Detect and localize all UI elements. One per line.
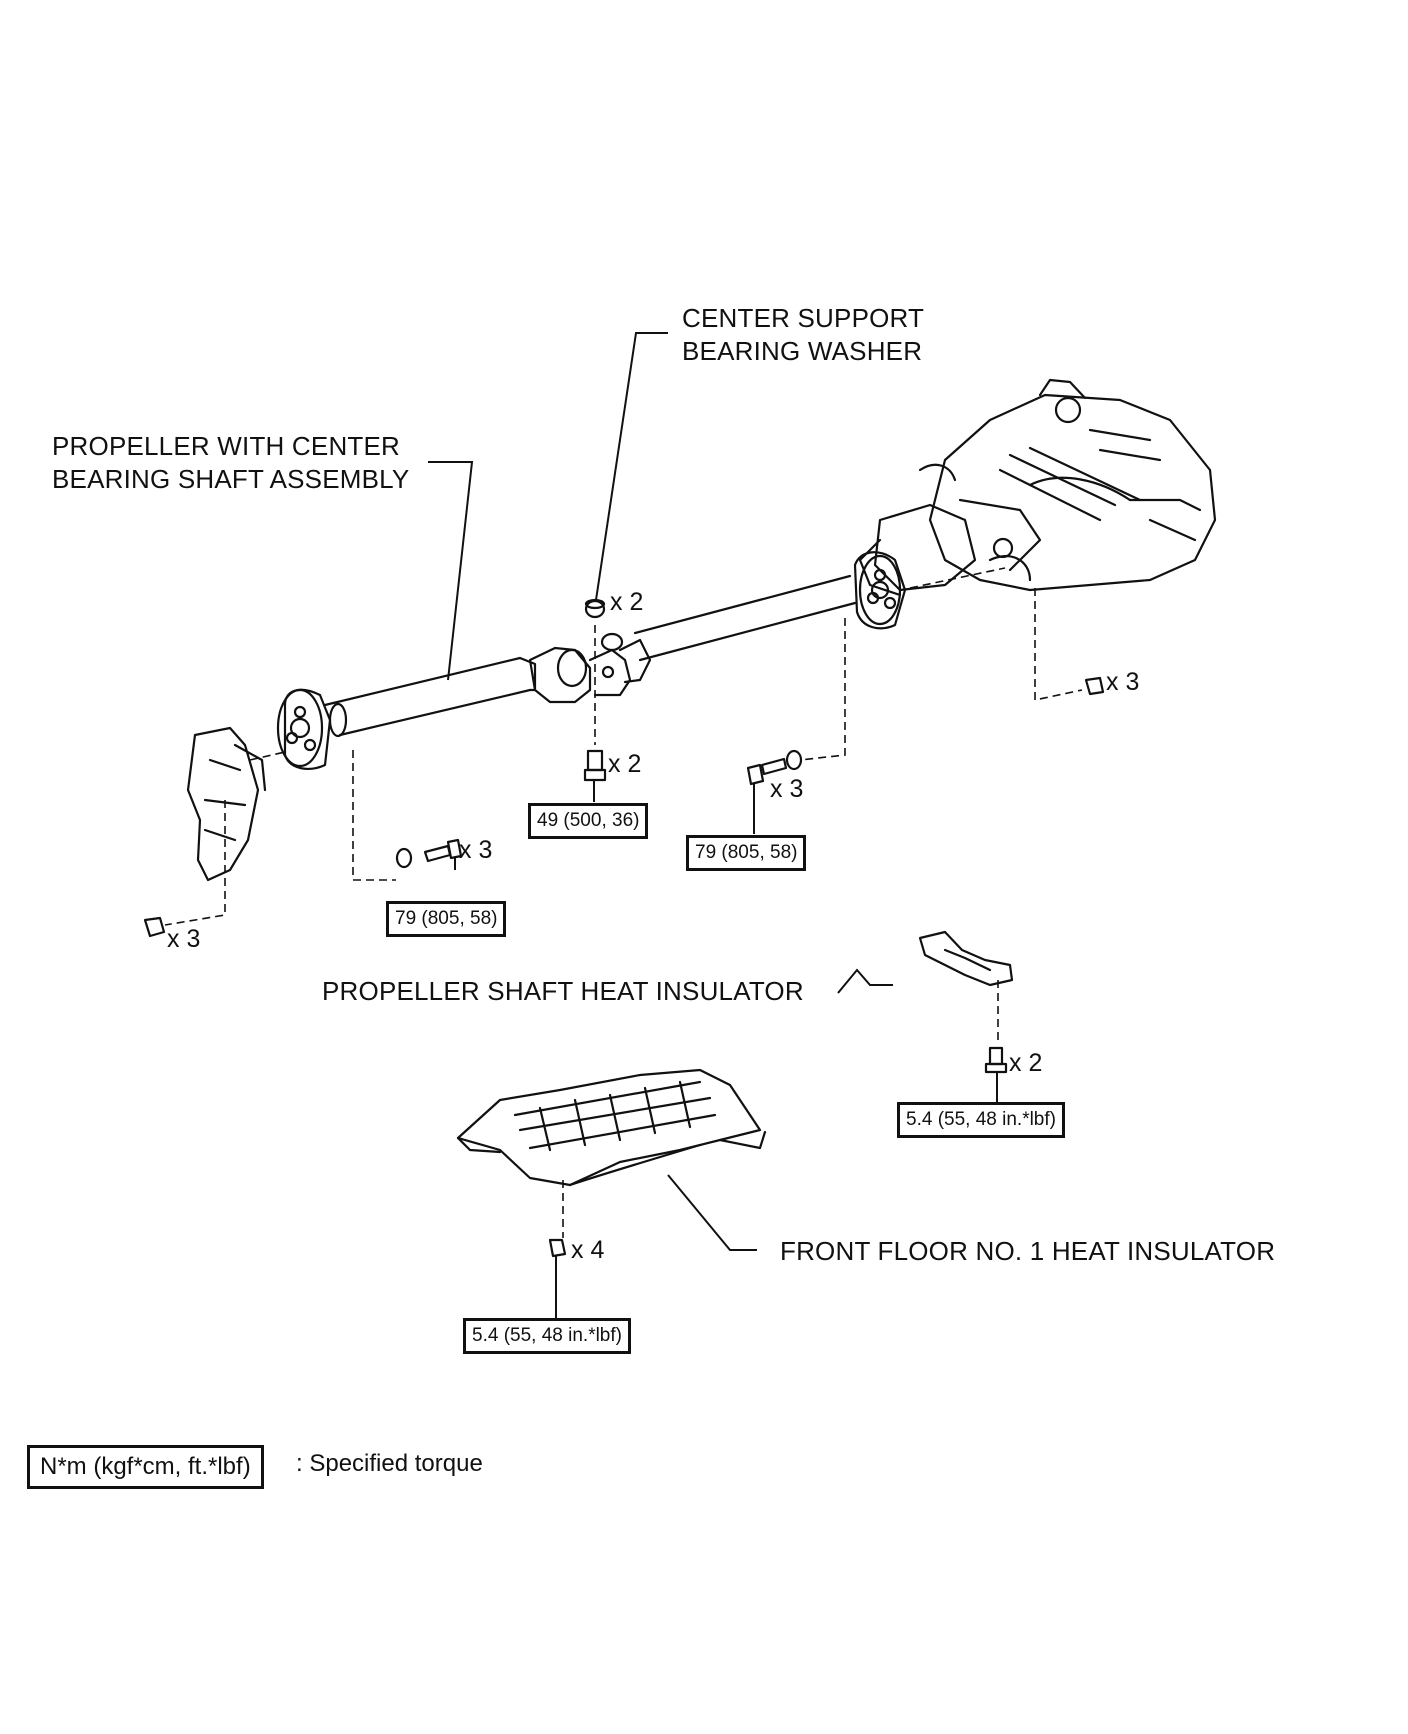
center-support-washer-label-line1: CENTER SUPPORT <box>682 303 925 333</box>
propeller-shaft-label-line2: BEARING SHAFT ASSEMBLY <box>52 464 410 494</box>
shaft-heat-insulator-illustration <box>918 930 1014 987</box>
legend-torque-unit-box: N*m (kgf*cm, ft.*lbf) <box>27 1445 264 1489</box>
floor-heat-insulator-label: FRONT FLOOR NO. 1 HEAT INSULATOR <box>780 1236 1276 1266</box>
rear-nut-qty: x 3 <box>167 925 201 953</box>
torque-box-front: 79 (805, 58) <box>686 835 807 871</box>
center-bearing-assembly <box>528 632 652 704</box>
center-support-washer-label-line2: BEARING WASHER <box>682 336 923 366</box>
floor-heat-insulator-illustration <box>456 1068 767 1187</box>
front-flex-coupling <box>853 551 907 630</box>
differential-illustration <box>186 726 267 882</box>
legend-description: : Specified torque <box>296 1450 483 1477</box>
propeller-shaft-label-line1: PROPELLER WITH CENTER <box>52 431 401 461</box>
front-bolt-qty: x 3 <box>770 775 804 803</box>
insulator-bolt-qty: x 2 <box>1009 1049 1043 1077</box>
center-bolt-icon <box>583 749 607 782</box>
torque-box-center: 49 (500, 36) <box>528 803 649 839</box>
torque-box-shaft-insulator: 5.4 (55, 48 in.*lbf) <box>897 1102 1065 1138</box>
alignment-lines <box>164 567 1083 1238</box>
rear-flex-coupling <box>276 688 332 770</box>
center-bolt-qty: x 2 <box>608 750 642 778</box>
leader-lines <box>428 332 998 1320</box>
rear-bolt-qty: x 3 <box>459 836 493 864</box>
front-bolt-icon <box>746 749 803 786</box>
torque-box-rear: 79 (805, 58) <box>386 901 507 937</box>
floor-nut-qty: x 4 <box>571 1236 605 1264</box>
insulator-bolt-icon <box>984 1046 1008 1074</box>
shaft-heat-insulator-label: PROPELLER SHAFT HEAT INSULATOR <box>322 976 804 1006</box>
torque-box-floor-insulator: 5.4 (55, 48 in.*lbf) <box>463 1318 631 1354</box>
washer-qty: x 2 <box>610 588 644 616</box>
transmission-illustration <box>858 378 1217 597</box>
propeller-shaft <box>276 551 907 770</box>
front-nut-qty: x 3 <box>1106 668 1140 696</box>
rear-bolt-icon <box>395 838 463 869</box>
nut-icon <box>143 676 1105 1258</box>
